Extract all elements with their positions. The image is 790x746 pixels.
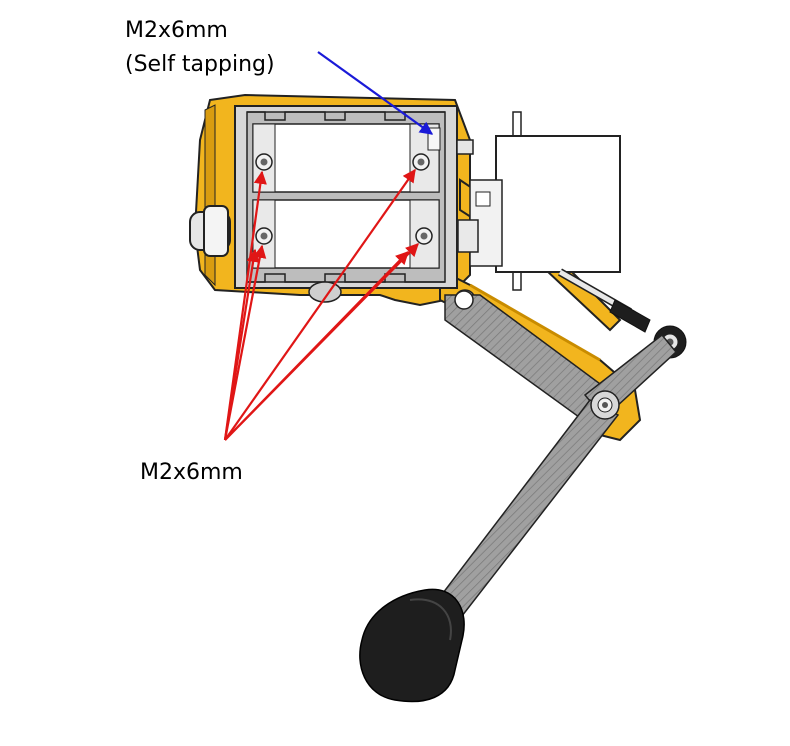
blue-callout-arrow bbox=[317, 51, 434, 135]
arrow-to-screw-3 bbox=[224, 168, 416, 441]
arrow-to-screw-6 bbox=[223, 248, 260, 441]
arrow-to-screw-5 bbox=[224, 251, 409, 441]
battery-holder bbox=[234, 105, 476, 311]
red-callout-arrows bbox=[223, 168, 419, 441]
callout-top-line1: M2x6mm bbox=[125, 18, 228, 43]
screw-head-icon bbox=[255, 153, 433, 245]
callout-top-line2: (Self tapping) bbox=[125, 52, 275, 77]
foot-pad-icon bbox=[359, 588, 465, 703]
gray-links bbox=[428, 290, 678, 626]
servo-motor-icon bbox=[457, 111, 621, 291]
hip-boss bbox=[189, 205, 231, 257]
callout-bottom: M2x6mm bbox=[140, 460, 243, 485]
